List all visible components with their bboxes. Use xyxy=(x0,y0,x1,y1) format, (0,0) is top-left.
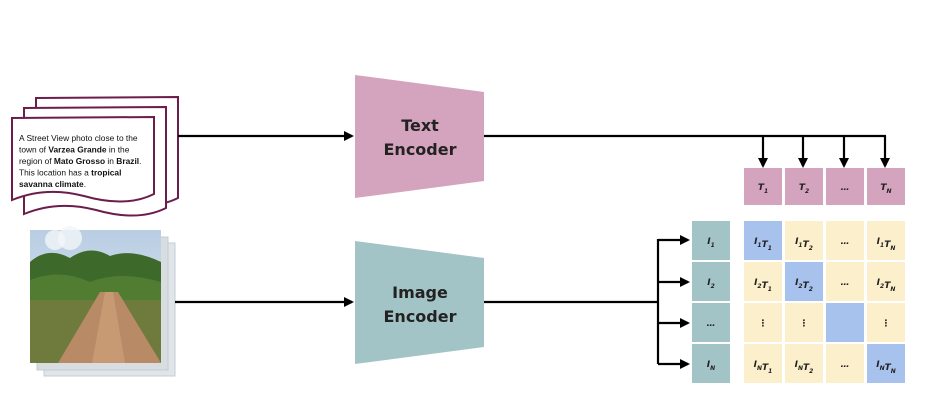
similarity-cell-label: INT1 xyxy=(754,360,773,375)
similarity-cell-label: I1TN xyxy=(877,237,896,252)
caption-line: This location has a tropical xyxy=(19,168,121,178)
caption-line: A Street View photo close to the xyxy=(19,133,138,143)
similarity-cell-label: … xyxy=(841,237,850,247)
text-embedding-cell: … xyxy=(826,168,864,205)
similarity-cell-label: INT2 xyxy=(795,360,814,375)
caption-segment: region of xyxy=(19,156,54,166)
similarity-cell-label: I1T1 xyxy=(754,237,772,252)
image-embedding-label: I2 xyxy=(707,278,715,290)
caption-segment: town of xyxy=(19,145,48,155)
text-embedding-label: TN xyxy=(880,183,891,195)
similarity-cell-label: INTN xyxy=(876,360,896,375)
caption-segment: Brazil xyxy=(116,156,139,166)
similarity-cell: INT2 xyxy=(785,344,823,383)
similarity-cell: … xyxy=(826,221,864,260)
text-embedding-cell: T1 xyxy=(744,168,782,205)
similarity-cell-label: ⋮ xyxy=(882,319,891,329)
similarity-cell: I2TN xyxy=(867,262,905,301)
caption-segment: This location has a xyxy=(19,168,91,178)
similarity-cell-label: … xyxy=(841,360,850,370)
similarity-cell: ⋮ xyxy=(744,303,782,342)
caption-segment: Varzea Grande xyxy=(48,145,107,155)
caption-segment: tropical xyxy=(91,168,121,178)
text-document xyxy=(11,115,155,203)
similarity-cell: I1TN xyxy=(867,221,905,260)
similarity-cell: I2T2 xyxy=(785,262,823,301)
text-embedding-cell: T2 xyxy=(785,168,823,205)
similarity-cell: ⋮ xyxy=(867,303,905,342)
similarity-cell: INT1 xyxy=(744,344,782,383)
image-encoder-label-line2: Encoder xyxy=(384,307,457,326)
text-embedding-label: T1 xyxy=(758,183,768,195)
similarity-cell-label: I2T1 xyxy=(754,278,772,293)
similarity-cell-label: ⋮ xyxy=(800,319,809,329)
similarity-cell: I1T1 xyxy=(744,221,782,260)
image-encoder-label-line1: Image xyxy=(392,283,448,302)
image-encoder: Image Encoder xyxy=(355,241,484,364)
similarity-cell-label: I2T2 xyxy=(795,278,813,293)
image-embedding-cell: … xyxy=(692,303,730,342)
similarity-cell-label: ⋮ xyxy=(759,319,768,329)
arrows xyxy=(175,131,890,369)
text-embedding-label: T2 xyxy=(799,183,809,195)
text-document-stack: A Street View photo close to the town of … xyxy=(11,95,179,217)
image-embedding-cell: I2 xyxy=(692,262,730,301)
text-embedding-cell: TN xyxy=(867,168,905,205)
similarity-matrix: I1T1 I1T2 … I1TN I2T1 I2T2 … I2TN ⋮ ⋮ ⋮ INT1 INT2 … IN… xyxy=(744,221,905,383)
similarity-cell-label: I2TN xyxy=(877,278,896,293)
street-view-photo-stack xyxy=(30,226,176,377)
similarity-cell: INTN xyxy=(867,344,905,383)
caption-segment: A Street View photo close to the xyxy=(19,133,138,143)
caption-segment: . xyxy=(139,156,141,166)
caption-segment: in the xyxy=(107,145,130,155)
text-encoder: Text Encoder xyxy=(355,75,484,198)
similarity-cell: ⋮ xyxy=(785,303,823,342)
similarity-cell: I2T1 xyxy=(744,262,782,301)
image-embedding-label: … xyxy=(707,319,716,329)
image-embedding-label: I1 xyxy=(707,237,715,249)
text-encoder-label-line2: Encoder xyxy=(384,140,457,159)
image-embedding-cell: I1 xyxy=(692,221,730,260)
image-embedding-cell: IN xyxy=(692,344,730,383)
similarity-cell-label: … xyxy=(841,278,850,288)
caption-segment: Mato Grosso xyxy=(54,156,105,166)
caption-segment: . xyxy=(84,179,86,189)
similarity-cell xyxy=(826,303,864,342)
similarity-cell: I1T2 xyxy=(785,221,823,260)
text-encoder-label-line1: Text xyxy=(401,116,439,135)
caption-segment: in xyxy=(105,156,116,166)
image-embedding-label: IN xyxy=(707,360,715,372)
similarity-cell: … xyxy=(826,262,864,301)
caption-line: savanna climate. xyxy=(19,179,86,189)
caption-segment: savanna climate xyxy=(19,179,84,189)
document-caption: A Street View photo close to the town of … xyxy=(19,133,141,189)
caption-line: region of Mato Grosso in Brazil. xyxy=(19,156,141,166)
caption-line: town of Varzea Grande in the xyxy=(19,145,130,155)
street-view-photo xyxy=(30,226,161,363)
text-embedding-label: … xyxy=(841,183,850,193)
similarity-cell-label: I1T2 xyxy=(795,237,813,252)
similarity-cell: … xyxy=(826,344,864,383)
